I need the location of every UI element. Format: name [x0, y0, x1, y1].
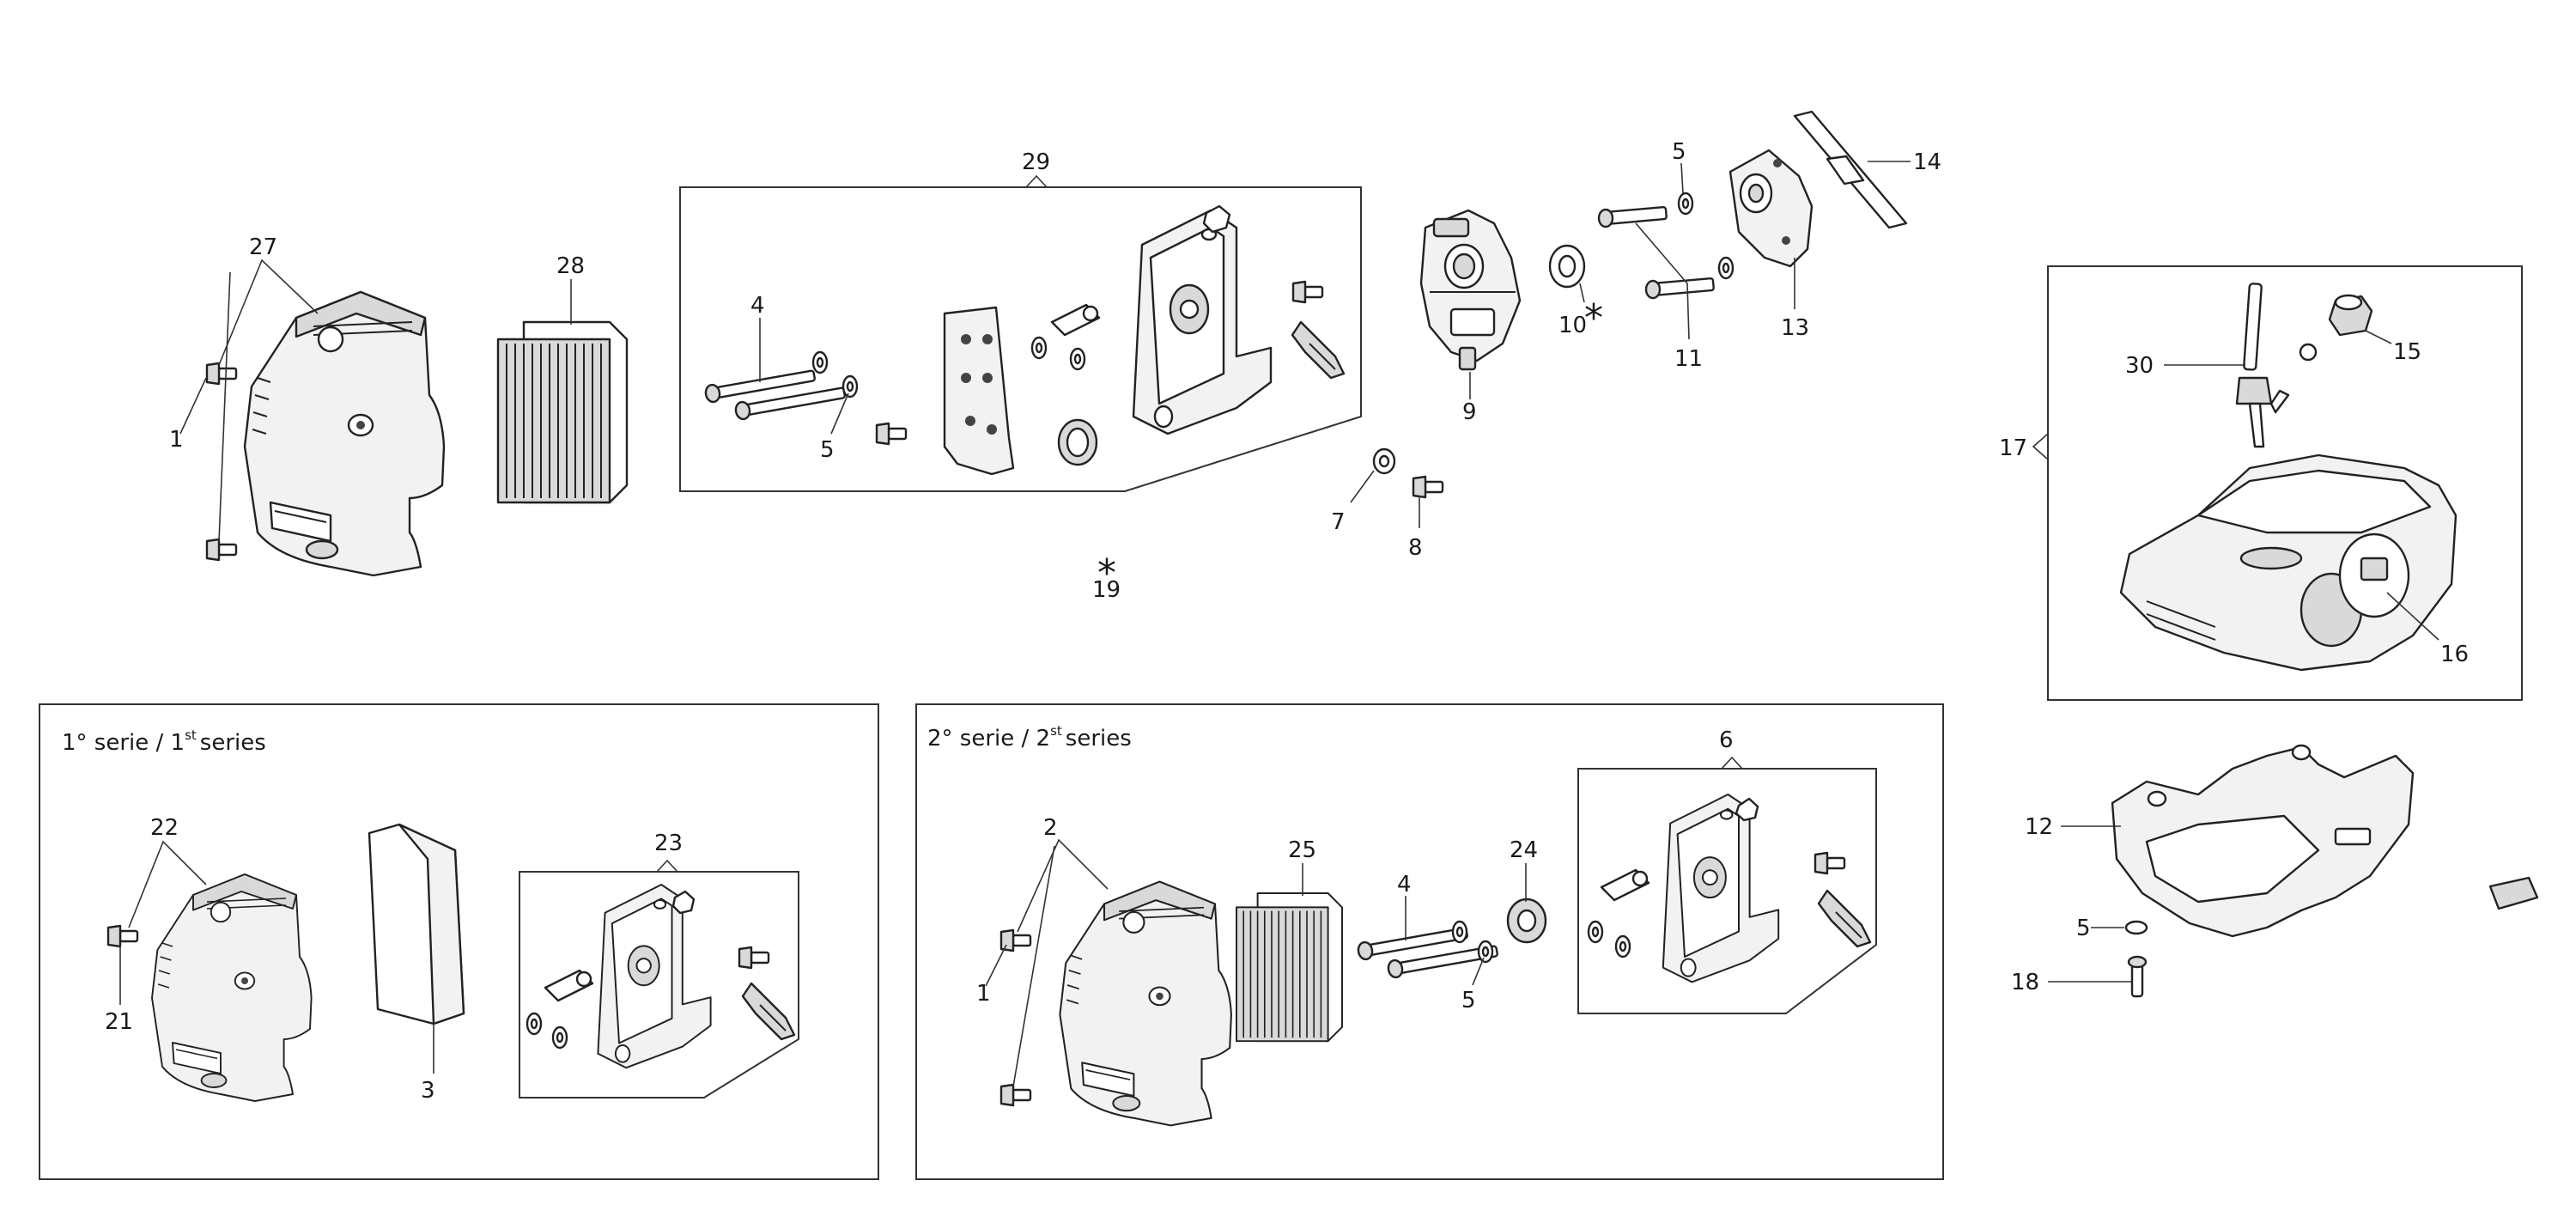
star-marker-19: *: [1097, 551, 1116, 595]
callout-7: 7: [1331, 509, 1346, 535]
callout-18: 18: [2011, 970, 2039, 995]
cover-plate-24: [1506, 898, 1547, 944]
screw-21: [106, 924, 139, 948]
nut-23: [671, 890, 696, 915]
rubber-pad: [2488, 876, 2539, 910]
callout-17: 17: [1999, 435, 2027, 461]
star-marker-10: *: [1584, 296, 1603, 340]
callout-13: 13: [1781, 315, 1809, 341]
callout-4-s2: 4: [1397, 872, 1412, 898]
pedal-6: [1817, 889, 1872, 948]
callout-16: 16: [2440, 642, 2469, 667]
callout-5-upper: 5: [1672, 139, 1686, 165]
washers-5-upper: [1677, 192, 1735, 280]
callout-14: 14: [1913, 149, 1941, 175]
carburetor-9: [1419, 209, 1522, 371]
callout-19: 19: [1092, 577, 1121, 603]
callout-1-s2: 1: [976, 981, 991, 1007]
callout-12: 12: [2025, 814, 2053, 840]
nut-box: [1202, 204, 1231, 234]
fuel-tank-frame-17: [2047, 265, 2523, 701]
seal-ring-box: [1057, 418, 1098, 466]
callout-5: 5: [820, 437, 835, 463]
series-2-frame: [915, 703, 1944, 1180]
callout-23: 23: [654, 831, 683, 856]
callout-5-guard: 5: [2076, 916, 2091, 941]
lever-23: [544, 969, 594, 1002]
filter-housing-23: [597, 884, 712, 1069]
callout-5-s2: 5: [1461, 988, 1476, 1013]
callout-9: 9: [1462, 399, 1477, 425]
filter-housing-6: [1662, 793, 1780, 983]
callout-2: 2: [1043, 815, 1058, 841]
callout-4: 4: [750, 293, 765, 319]
screw-1-lower: [205, 538, 238, 562]
callout-11: 11: [1674, 346, 1703, 372]
callout-25: 25: [1288, 837, 1316, 863]
callout-29: 29: [1022, 149, 1050, 175]
callout-22: 22: [150, 815, 179, 841]
foam-filter-3: [368, 823, 465, 1025]
air-filter-25: [1236, 892, 1343, 1043]
bolt-23: [738, 946, 770, 970]
gasket-10: [1548, 244, 1586, 289]
washer-5-guard: [2124, 920, 2148, 935]
callout-15: 15: [2393, 339, 2421, 365]
small-screw-box: [875, 422, 908, 446]
air-filter-cover-2: [1059, 880, 1232, 1127]
callout-8: 8: [1408, 535, 1423, 561]
callout-24: 24: [1510, 837, 1538, 863]
fuel-filter-15: [2328, 294, 2373, 337]
long-bolts-4: [703, 369, 847, 422]
nut-6: [1735, 797, 1759, 822]
long-bolts-4-s2: [1356, 927, 1499, 980]
callout-10: 10: [1558, 313, 1587, 338]
assembly-frame-6: [1577, 768, 1877, 1014]
clip-15: [2299, 343, 2318, 362]
bolt-6: [1814, 851, 1846, 875]
air-filter-cover-27: [243, 290, 446, 577]
screw-1-upper: [205, 362, 238, 386]
screw-1-s2-lower: [999, 1083, 1032, 1107]
callout-27: 27: [249, 234, 277, 260]
bolt-18: [2127, 955, 2148, 998]
lever-6: [1600, 868, 1650, 902]
pedal-23: [741, 982, 796, 1041]
bolt-box: [1291, 280, 1324, 304]
filter-housing-box: [1132, 209, 1273, 435]
washers-6: [1587, 920, 1631, 958]
choke-lever-box: [1050, 303, 1101, 337]
bolts-11: [1597, 205, 1715, 300]
callout-3: 3: [421, 1078, 435, 1104]
frame-guard-12: [2111, 744, 2415, 938]
callout-21: 21: [105, 1009, 133, 1035]
screw-8: [1412, 475, 1444, 499]
assembly-frame-29: [679, 186, 1362, 492]
callout-1: 1: [169, 427, 184, 453]
washer-7: [1372, 447, 1396, 475]
air-filter-28: [496, 320, 629, 504]
callout-30: 30: [2125, 353, 2154, 379]
air-filter-cover-22: [151, 873, 313, 1102]
assembly-frame-23: [519, 871, 799, 1098]
base-plate: [943, 306, 1015, 476]
fuel-pipe-30: [2235, 283, 2290, 448]
washers-23: [526, 1012, 568, 1050]
pedal-box: [1291, 320, 1346, 380]
washer-box-2: [1030, 336, 1086, 371]
callout-6: 6: [1719, 727, 1734, 753]
intake-manifold-13: [1728, 149, 1814, 268]
callout-28: 28: [556, 253, 585, 279]
gasket-14: [1793, 110, 1908, 229]
series-1-frame: [39, 703, 879, 1180]
